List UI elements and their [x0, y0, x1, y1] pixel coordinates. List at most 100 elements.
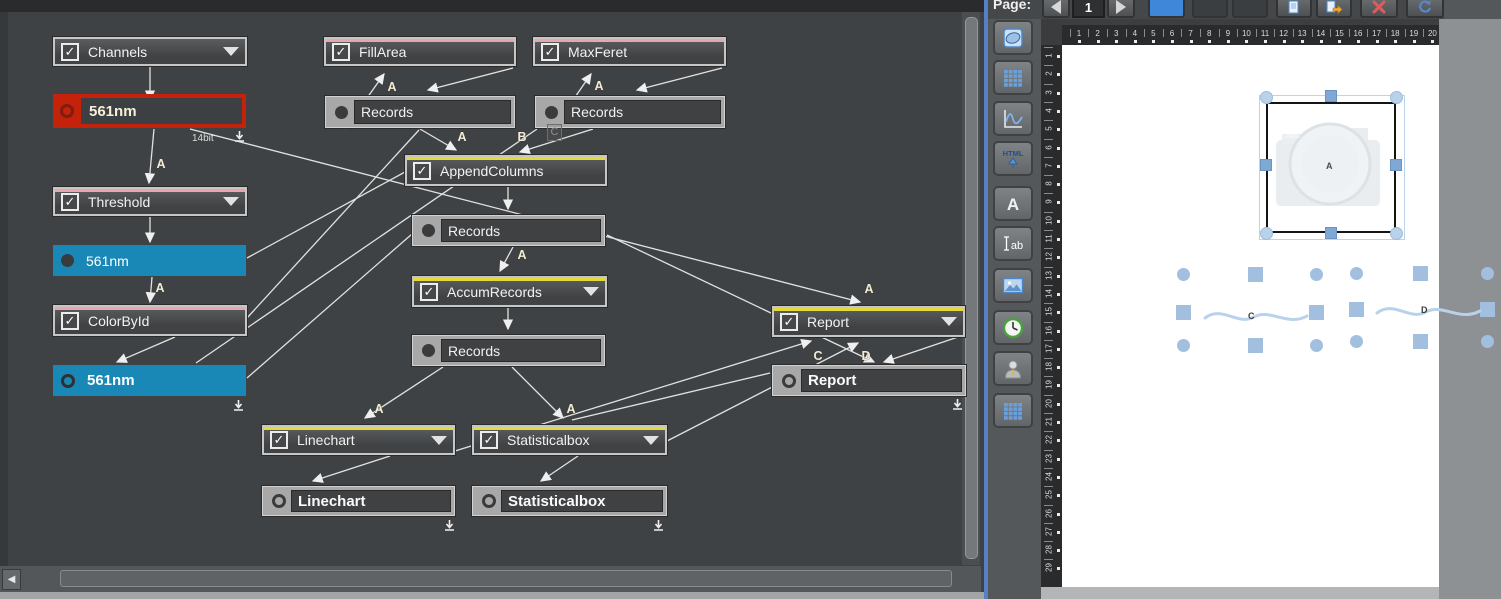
selection-handle[interactable] [1390, 227, 1403, 240]
node-561nm-overlay[interactable]: 561nm [53, 365, 246, 396]
download-icon[interactable] [652, 519, 665, 532]
checkbox-checked-icon[interactable]: ✓ [480, 431, 498, 449]
refresh-page-button[interactable] [1406, 0, 1444, 18]
placeholder-circle[interactable] [1176, 267, 1190, 281]
tool-ellipse-shape-button[interactable] [993, 20, 1033, 55]
placeholder-square[interactable] [1175, 304, 1191, 320]
dark-tool-button-2[interactable] [1232, 0, 1268, 18]
node-channels[interactable]: ✓ Channels [53, 37, 247, 66]
node-records-maxferet[interactable]: Records [535, 96, 725, 128]
checkbox-checked-icon[interactable]: ✓ [270, 431, 288, 449]
placeholder-circle[interactable] [1349, 266, 1363, 280]
selection-handle[interactable] [1325, 227, 1337, 239]
tool-linechart-button[interactable] [993, 101, 1033, 136]
checkbox-checked-icon[interactable]: ✓ [61, 42, 79, 61]
node-accent [414, 278, 605, 281]
export-page-button[interactable] [1316, 0, 1352, 18]
selection-handle[interactable] [1260, 159, 1272, 171]
selection-handle[interactable] [1390, 159, 1402, 171]
vertical-scrollbar[interactable] [962, 12, 980, 565]
node-maxferet[interactable]: ✓ MaxFeret [533, 37, 726, 66]
ruler-tick [1404, 29, 1406, 37]
checkbox-checked-icon[interactable]: ✓ [332, 42, 350, 61]
tool-table-button[interactable] [993, 60, 1033, 95]
previous-page-button[interactable] [1042, 0, 1070, 18]
checkbox-checked-icon[interactable]: ✓ [413, 161, 431, 180]
checkbox-checked-icon[interactable]: ✓ [420, 282, 438, 301]
checkbox-checked-icon[interactable]: ✓ [541, 42, 559, 61]
tool-image-button[interactable] [993, 268, 1033, 303]
node-records-fillarea[interactable]: Records [325, 96, 515, 128]
placeholder-square[interactable] [1308, 304, 1324, 320]
selection-handle[interactable] [1260, 91, 1273, 104]
ruler-tick [1385, 29, 1387, 37]
edge-label: A [566, 402, 575, 416]
vertical-scrollbar-thumb[interactable] [965, 17, 978, 559]
node-561nm-raw-selected[interactable]: 561nm [53, 94, 246, 128]
tool-clock-button[interactable] [993, 310, 1033, 345]
chevron-down-icon[interactable] [223, 47, 239, 56]
blue-tool-button[interactable] [1148, 0, 1185, 18]
node-report-template[interactable]: ✓ Report [772, 306, 965, 337]
tool-html-export-button[interactable]: HTML [993, 141, 1033, 176]
node-accumrecords[interactable]: ✓ AccumRecords [412, 276, 607, 307]
image-placeholder[interactable] [1266, 102, 1396, 233]
horizontal-scrollbar-thumb[interactable] [60, 570, 952, 587]
placeholder-circle[interactable] [1176, 338, 1190, 352]
node-statisticalbox-output[interactable]: Statisticalbox [472, 486, 667, 516]
node-appendcolumns[interactable]: ✓ AppendColumns [405, 155, 607, 186]
selection-handle[interactable] [1390, 91, 1403, 104]
placeholder-circle[interactable] [1480, 334, 1494, 348]
download-icon[interactable] [951, 398, 964, 411]
node-statisticalbox-template[interactable]: ✓ Statisticalbox [472, 425, 667, 455]
horizontal-scrollbar[interactable]: ◀ [0, 566, 981, 592]
node-accent [55, 307, 245, 310]
chevron-down-icon[interactable] [643, 435, 659, 445]
placeholder-square[interactable] [1412, 333, 1428, 349]
copy-page-button[interactable] [1276, 0, 1312, 18]
placeholder-square[interactable] [1247, 266, 1263, 282]
node-561nm-binary[interactable]: 561nm [53, 245, 246, 276]
placeholder-circle[interactable] [1480, 266, 1494, 280]
node-fillarea[interactable]: ✓ FillArea [324, 37, 516, 66]
node-records-append[interactable]: Records [412, 215, 605, 246]
placeholder-circle[interactable] [1309, 267, 1323, 281]
checkbox-checked-icon[interactable]: ✓ [61, 192, 79, 211]
placeholder-square[interactable] [1247, 337, 1263, 353]
node-linechart-output[interactable]: Linechart [262, 486, 455, 516]
tool-grid-button[interactable] [993, 393, 1033, 428]
node-report-output[interactable]: Report [772, 365, 966, 396]
dark-tool-button-1[interactable] [1192, 0, 1228, 18]
placeholder-square[interactable] [1479, 301, 1495, 317]
placeholder-circle[interactable] [1349, 334, 1363, 348]
tool-text-button[interactable]: A [993, 186, 1033, 221]
ruler-number: 14 [1044, 288, 1054, 298]
chevron-down-icon[interactable] [431, 435, 447, 445]
node-linechart-template[interactable]: ✓ Linechart [262, 425, 455, 455]
placeholder-square[interactable] [1412, 265, 1428, 281]
checkbox-checked-icon[interactable]: ✓ [61, 311, 79, 330]
download-icon[interactable] [443, 519, 456, 532]
delete-page-button[interactable] [1360, 0, 1398, 18]
node-colorbyid[interactable]: ✓ ColorById [53, 305, 247, 336]
next-page-button[interactable] [1107, 0, 1135, 18]
page-number-field[interactable]: 1 [1072, 0, 1105, 18]
placeholder-square[interactable] [1348, 301, 1364, 317]
selection-handle[interactable] [1260, 227, 1273, 240]
download-icon[interactable] [232, 399, 245, 412]
chevron-down-icon[interactable] [223, 197, 239, 206]
node-records-accum[interactable]: Records [412, 335, 605, 366]
scroll-left-button[interactable]: ◀ [2, 569, 21, 590]
tool-user-button[interactable] [993, 351, 1033, 386]
selection-handle[interactable] [1325, 90, 1337, 102]
download-icon[interactable] [233, 130, 246, 143]
ruler-dot [1152, 40, 1156, 43]
node-threshold[interactable]: ✓ Threshold [53, 187, 247, 216]
placeholder-circle[interactable] [1309, 338, 1323, 352]
tool-label-button[interactable]: ab [993, 226, 1033, 261]
checkbox-checked-icon[interactable]: ✓ [780, 312, 798, 331]
chevron-down-icon[interactable] [583, 287, 599, 296]
chevron-down-icon[interactable] [941, 317, 957, 326]
